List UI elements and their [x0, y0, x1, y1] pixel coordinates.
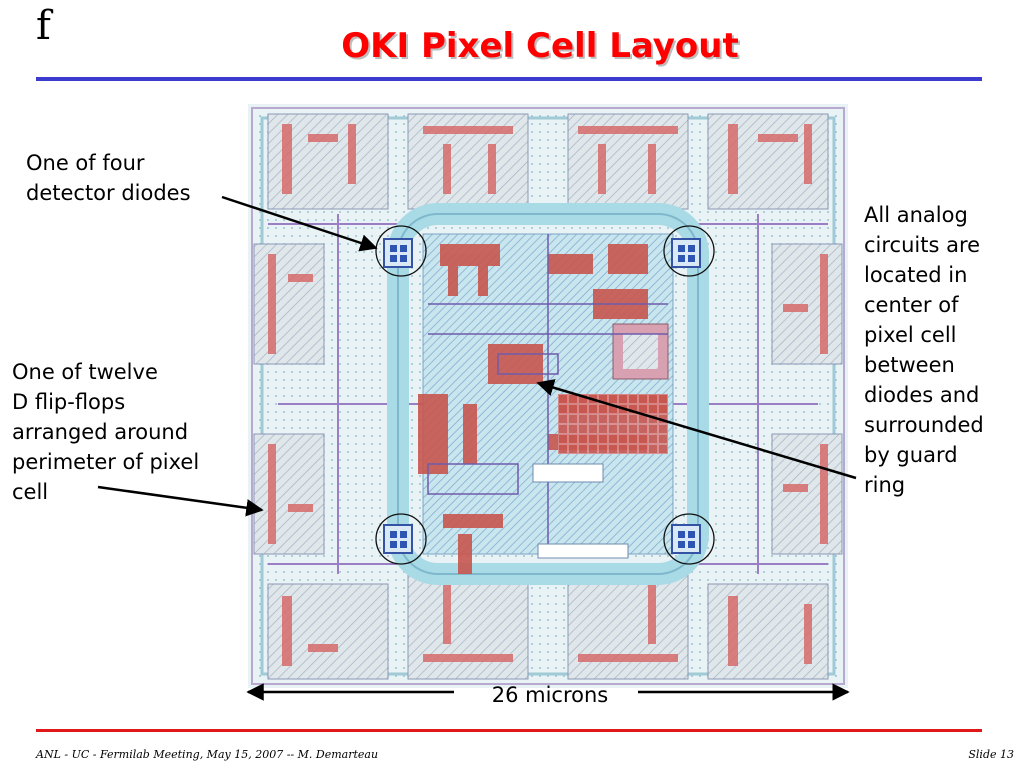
flipflops-annotation: One of twelve D flip-flops arranged arou…: [12, 357, 199, 507]
flipflops-line-1: One of twelve: [12, 360, 158, 384]
slide-logo: f: [36, 3, 51, 49]
flipflops-line-5: cell: [12, 480, 49, 504]
analog-line-7: diodes and: [864, 383, 980, 407]
flipflops-line-3: arranged around: [12, 420, 189, 444]
analog-line-5: pixel cell: [864, 323, 957, 347]
scale-label: 26 microns: [491, 683, 609, 707]
analog-line-10: ring: [864, 473, 906, 497]
pixel-cell-layout-image: [248, 104, 848, 688]
footer-slide-number: Slide 13: [968, 748, 1014, 761]
diodes-annotation: One of four detector diodes: [26, 148, 191, 208]
footer-rule: [36, 729, 982, 732]
analog-line-6: between: [864, 353, 955, 377]
analog-annotation: All analog circuits are located in cente…: [864, 200, 984, 500]
diodes-line-2: detector diodes: [26, 181, 191, 205]
analog-line-2: circuits are: [864, 233, 981, 257]
slide-title: OKI Pixel Cell Layout: [341, 26, 739, 66]
flipflops-line-4: perimeter of pixel: [12, 450, 200, 474]
analog-line-9: by guard: [864, 443, 958, 467]
diodes-line-1: One of four: [26, 151, 145, 175]
flipflops-line-2: D flip-flops: [12, 390, 126, 414]
footer-meeting: ANL - UC - Fermilab Meeting, May 15, 200…: [36, 748, 379, 761]
analog-line-1: All analog: [864, 203, 968, 227]
analog-line-4: center of: [864, 293, 959, 317]
analog-line-3: located in: [864, 263, 968, 287]
title-rule: [36, 77, 982, 81]
analog-line-8: surrounded: [864, 413, 984, 437]
